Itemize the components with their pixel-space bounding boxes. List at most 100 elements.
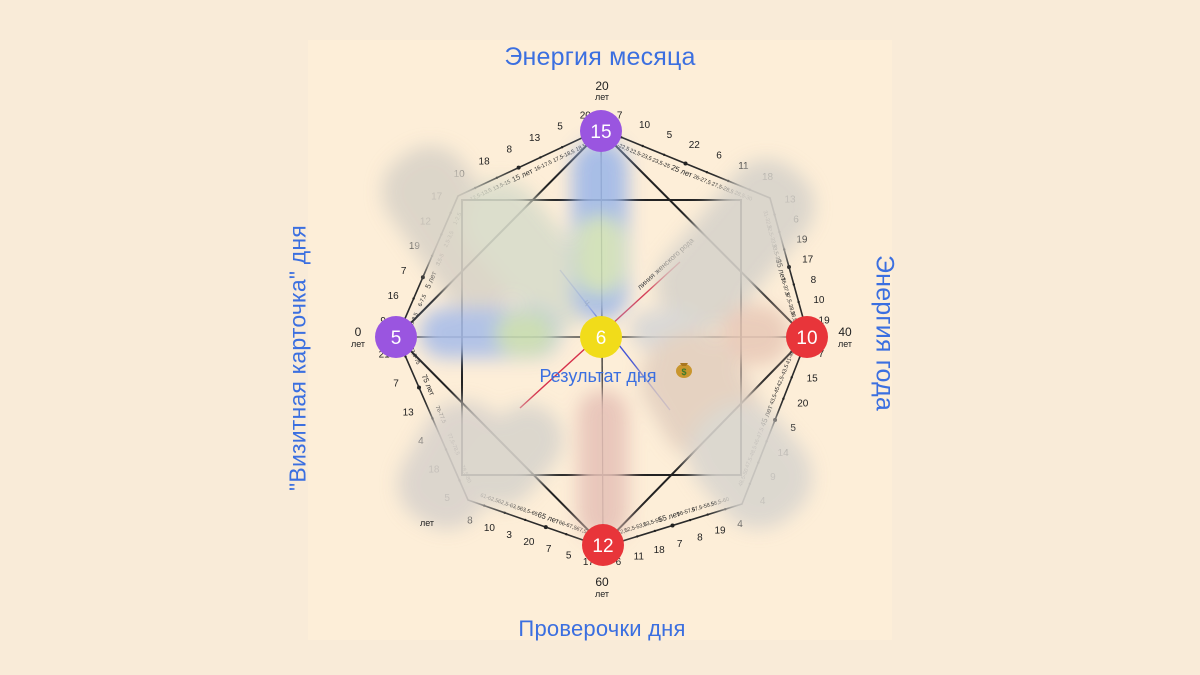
outer-number: 4 <box>737 519 743 530</box>
outer-number: 17 <box>583 557 595 568</box>
outer-number: 19 <box>796 235 808 246</box>
outer-number: 22 <box>689 140 701 151</box>
age-range: 66-67,5 <box>558 520 578 532</box>
node-center-value: 6 <box>596 328 607 349</box>
outer-number: 11 <box>634 551 645 562</box>
age-tick <box>662 153 666 156</box>
outer-number: 7 <box>401 266 407 277</box>
age-tick <box>539 156 542 159</box>
age-tick <box>792 283 795 286</box>
outer-number: 6 <box>616 557 622 568</box>
outer-number: 3 <box>506 530 512 541</box>
age-right-unit: лет <box>838 339 852 349</box>
age-range: 63,5-65 <box>519 506 539 518</box>
age-range: 6-7,5 <box>418 294 428 308</box>
outer-number: 5 <box>667 130 673 141</box>
label-day-card: "Визитная карточка" дня <box>284 225 311 491</box>
age-marker: 65 лет <box>537 510 561 526</box>
outer-number: 7 <box>393 378 399 389</box>
age-left-num: 0 <box>355 325 362 339</box>
age-tick <box>543 525 548 530</box>
outer-number: 20 <box>580 110 592 121</box>
outer-number: 19 <box>819 315 831 326</box>
age-range: 23,5-25 <box>651 157 671 170</box>
node-bottom[interactable]: 12 <box>582 524 624 566</box>
money-bag-icon: $ <box>676 363 692 378</box>
outer-number: 10 <box>639 120 651 131</box>
age-tick <box>524 518 527 522</box>
age-tick <box>688 518 692 522</box>
age-top-unit: лет <box>595 92 609 102</box>
outer-number: 17 <box>802 255 814 266</box>
outer-number: 5 <box>557 121 563 132</box>
age-tick <box>516 165 521 170</box>
age-tick <box>797 300 800 304</box>
outer-number: 11 <box>738 161 749 172</box>
age-lower-left-unit: лет <box>420 518 434 528</box>
age-range: 56-57,5 <box>677 507 697 518</box>
node-left-value: 5 <box>391 328 402 349</box>
svg-text:$: $ <box>681 367 686 377</box>
node-center[interactable]: 6 <box>580 316 622 358</box>
age-bottom-num: 60 <box>595 575 609 589</box>
age-tick <box>670 523 675 528</box>
age-range: 36-37,5 <box>779 277 790 297</box>
label-month-energy: Энергия месяца <box>504 43 696 71</box>
age-range: 53,5-55 <box>643 517 663 528</box>
node-top[interactable]: 15 <box>580 110 622 152</box>
outer-number: 10 <box>813 295 825 306</box>
age-bottom-unit: лет <box>595 589 609 599</box>
node-left[interactable]: 5 <box>375 316 417 358</box>
node-bottom-value: 12 <box>592 536 613 557</box>
outer-number: 19 <box>714 526 726 537</box>
outer-number: 13 <box>403 407 415 418</box>
age-tick <box>417 385 421 390</box>
age-tick <box>787 265 791 269</box>
age-top-num: 20 <box>595 79 609 93</box>
age-tick <box>560 146 564 149</box>
label-day-checks: Проверочки дня <box>518 616 686 641</box>
age-tick <box>790 376 793 379</box>
age-range: 16-17,5 <box>534 160 553 173</box>
age-left-unit: лет <box>351 339 365 349</box>
age-range: 26-27,5 <box>692 174 712 187</box>
outer-number: 16 <box>388 291 400 302</box>
outer-number: 7 <box>546 544 552 555</box>
center-label: Результат дня <box>539 366 656 386</box>
age-tick <box>653 529 657 533</box>
age-tick <box>503 511 506 514</box>
node-top-value: 15 <box>590 122 611 143</box>
outer-number: 7 <box>617 111 623 122</box>
outer-number: 8 <box>697 532 703 543</box>
age-tick <box>683 161 688 166</box>
outer-number: 8 <box>507 145 513 156</box>
age-range: 38,5-40 <box>789 311 800 331</box>
age-tick <box>565 533 568 536</box>
age-range: 22,5-23,5 <box>629 148 653 162</box>
outer-number: 15 <box>807 374 819 385</box>
age-tick <box>706 513 709 516</box>
outer-number: 20 <box>523 537 535 548</box>
age-right-num: 40 <box>838 325 852 339</box>
age-tick <box>727 179 730 183</box>
outer-number: 5 <box>566 550 572 561</box>
outer-number: 7 <box>677 539 683 550</box>
label-year-energy: Энергия года <box>870 255 899 411</box>
node-right[interactable]: 10 <box>786 316 828 358</box>
age-tick <box>495 176 499 179</box>
outer-number: 7 <box>819 349 825 360</box>
outer-number: 8 <box>811 275 817 286</box>
outer-number: 5 <box>790 423 796 434</box>
age-tick <box>412 297 415 300</box>
outer-number: 20 <box>797 399 809 410</box>
age-range: 43,5-45 <box>769 386 781 406</box>
node-right-value: 10 <box>796 328 817 349</box>
outer-number: 13 <box>529 133 541 144</box>
outer-number: 6 <box>716 151 722 162</box>
age-range: 17,5-18,5 <box>552 149 576 164</box>
age-range: 37,5-38,5 <box>783 292 795 316</box>
outer-number: 18 <box>654 545 666 556</box>
outer-number: 10 <box>484 523 496 534</box>
